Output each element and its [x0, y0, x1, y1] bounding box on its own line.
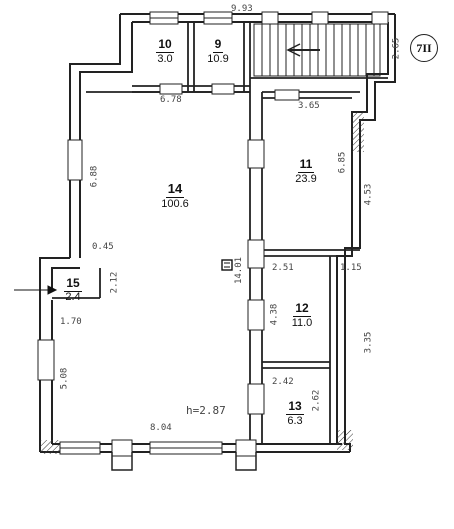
dim-room12-left: 4.38	[269, 303, 280, 326]
dim-room11-right: 6.85	[337, 151, 348, 174]
room-12-area: 11.0	[291, 317, 313, 329]
room-12-number: 12	[293, 301, 311, 317]
dim-room15-right: 2.12	[109, 271, 120, 294]
room-15-area: 2.4	[65, 291, 81, 303]
dim-center-vertical: 14.01	[234, 256, 245, 285]
top-windows	[149, 11, 389, 25]
dim-room14-left: 6.88	[89, 165, 100, 188]
dim-right-axis-top: 2.65	[391, 37, 402, 60]
hatched-walls	[40, 112, 364, 454]
room-13-number: 13	[286, 399, 304, 415]
dim-top-overall: 9.93	[231, 4, 253, 14]
dim-room12-top: 2.51	[272, 263, 294, 273]
outer-walls	[39, 13, 396, 453]
room-14-area: 100.6	[161, 198, 189, 210]
electrical-panel-icon	[221, 259, 233, 271]
room-15-number: 15	[64, 276, 82, 292]
room-11-area: 23.9	[295, 173, 317, 185]
dim-room14-bottom: 8.04	[150, 423, 172, 433]
dim-room14-lower-left: 5.08	[59, 367, 70, 390]
axis-marker: 7II	[410, 34, 438, 62]
dim-room14-top: 6.78	[160, 95, 182, 105]
entry-arrow-icon	[14, 285, 58, 295]
room-13-area: 6.3	[287, 415, 303, 427]
room-10-number: 10	[156, 37, 174, 53]
wall-openings	[111, 83, 300, 457]
ceiling-height-label: h=2.87	[186, 404, 226, 417]
room-10-area: 3.0	[157, 53, 173, 65]
dim-room13-right: 2.62	[311, 389, 322, 412]
room-11-number: 11	[297, 157, 315, 173]
dim-corridor-width: 1.15	[340, 263, 362, 273]
dim-room13-top: 2.42	[272, 377, 294, 387]
room-9-number: 9	[212, 37, 224, 53]
dim-room11-top: 3.65	[298, 101, 320, 111]
dim-room15-bottom: 1.70	[60, 317, 82, 327]
room-9-area: 10.9	[207, 53, 229, 65]
room-14-number: 14	[165, 181, 185, 198]
dim-outer-right-mid: 3.35	[363, 331, 374, 354]
staircase	[253, 23, 381, 77]
dim-room14-stub: 0.45	[92, 242, 114, 252]
dim-outer-right-upper: 4.53	[363, 183, 374, 206]
bottom-entrances	[111, 452, 257, 471]
